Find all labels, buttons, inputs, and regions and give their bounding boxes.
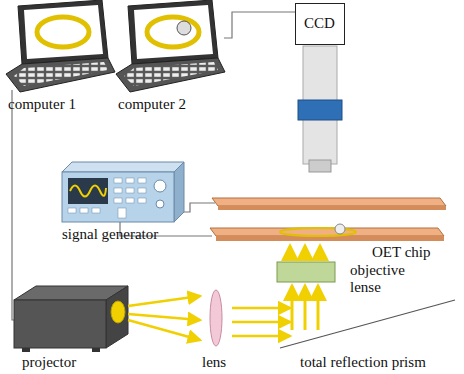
- lens: [210, 290, 222, 346]
- chip-label: OET chip: [372, 244, 430, 261]
- prism: [280, 300, 455, 348]
- computer-label: computer 1: [8, 96, 76, 113]
- laptop-computer: [6, 0, 115, 92]
- signal-generator: [62, 162, 184, 222]
- device-label: signal generator: [62, 226, 158, 243]
- light-beams: [128, 296, 290, 340]
- microscope-tube: [298, 46, 342, 172]
- projector: [14, 286, 128, 352]
- lens-label: lens: [202, 354, 226, 371]
- light-arrows: [290, 246, 320, 330]
- camera-box: CCD: [295, 3, 345, 45]
- laptop-computer: [116, 0, 225, 92]
- device-label: projector: [22, 354, 76, 371]
- prism-label: total reflection prism: [300, 354, 426, 371]
- objective-lens: [277, 262, 335, 282]
- computer-label: computer 2: [118, 96, 186, 113]
- node-text: CCD: [304, 15, 335, 32]
- lens-label: objective lense: [350, 262, 428, 296]
- oet-chip: [210, 198, 446, 241]
